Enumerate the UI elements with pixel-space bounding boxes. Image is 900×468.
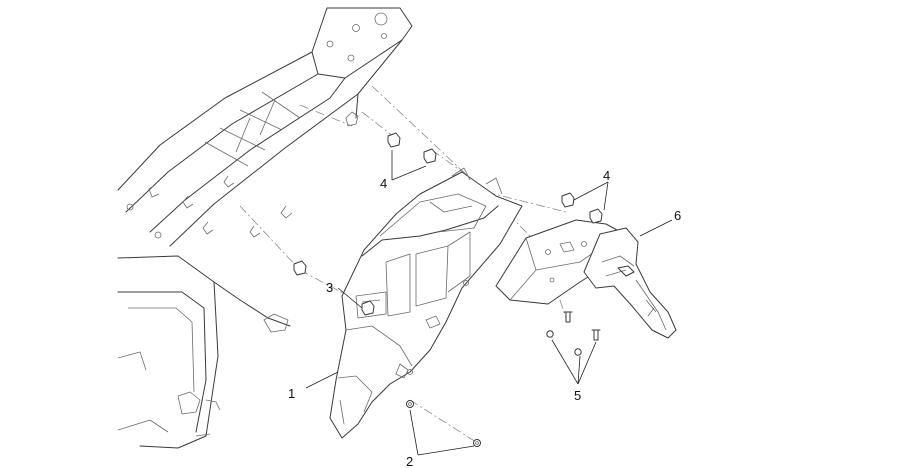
leader-lines — [305, 150, 673, 456]
callout-1: 1 — [288, 386, 295, 401]
callout-4-left: 4 — [380, 176, 387, 191]
rear-subframe — [117, 7, 413, 449]
callout-5: 5 — [574, 388, 581, 403]
callout-2: 2 — [406, 454, 413, 468]
callout-4-right: 4 — [603, 168, 610, 183]
callout-3: 3 — [326, 280, 333, 295]
licence-plate-holder-part-6 — [495, 219, 677, 339]
nut-clips-part-4 — [387, 132, 603, 224]
screws-part-2 — [406, 400, 481, 447]
callout-6: 6 — [674, 208, 681, 223]
screws-part-5 — [546, 311, 601, 356]
rear-mudguard-part-1 — [329, 167, 523, 439]
nut-clip-part-3 — [293, 260, 375, 316]
